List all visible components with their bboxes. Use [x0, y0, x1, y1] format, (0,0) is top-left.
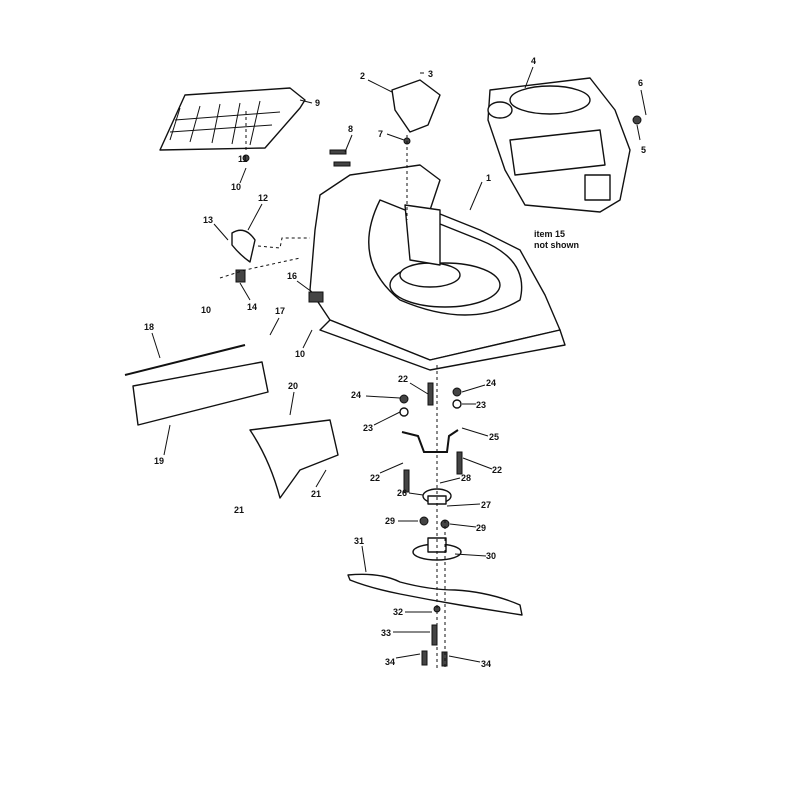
callout-17: 17 — [275, 306, 285, 316]
callout-12: 12 — [258, 193, 268, 203]
callout-19: 19 — [154, 456, 164, 466]
callout-21: 21 — [311, 489, 321, 499]
callout-29: 29 — [476, 523, 486, 533]
callout-22: 22 — [370, 473, 380, 483]
hardware — [235, 115, 642, 667]
part-side-chute — [249, 419, 339, 499]
callout-25: 25 — [489, 432, 499, 442]
callout-8: 8 — [348, 124, 353, 134]
callout-11: 11 — [238, 154, 248, 164]
callout-10: 10 — [231, 182, 241, 192]
callout-30: 30 — [486, 551, 496, 561]
callout-34: 34 — [481, 659, 491, 669]
callout-10: 10 — [201, 305, 211, 315]
callout-33: 33 — [381, 628, 391, 638]
note-line-1: item 15 — [534, 229, 565, 239]
callout-34: 34 — [385, 657, 395, 667]
callout-14: 14 — [247, 302, 257, 312]
callout-10: 10 — [295, 349, 305, 359]
part-engine — [487, 77, 631, 213]
part-deck — [309, 164, 566, 371]
callout-4: 4 — [531, 56, 536, 66]
callout-1: 1 — [486, 173, 491, 183]
callout-26: 26 — [397, 488, 407, 498]
callout-29: 29 — [385, 516, 395, 526]
assembly-guides — [219, 110, 446, 670]
callout-32: 32 — [393, 607, 403, 617]
callout-22: 22 — [398, 374, 408, 384]
callout-18: 18 — [144, 322, 154, 332]
callout-7: 7 — [378, 129, 383, 139]
part-bracket — [391, 79, 441, 133]
callout-6: 6 — [638, 78, 643, 88]
callout-21: 21 — [234, 505, 244, 515]
callout-20: 20 — [288, 381, 298, 391]
callout-24: 24 — [486, 378, 496, 388]
callout-2: 2 — [360, 71, 365, 81]
part-grille — [159, 87, 306, 151]
part-blade — [347, 573, 523, 616]
callout-22: 22 — [492, 465, 502, 475]
callout-31: 31 — [354, 536, 364, 546]
callout-27: 27 — [481, 500, 491, 510]
part-link — [401, 429, 459, 453]
leader-lines — [151, 66, 647, 663]
callout-3: 3 — [428, 69, 433, 79]
note-line-2: not shown — [534, 240, 579, 250]
part-rear-flap — [124, 344, 269, 426]
callout-13: 13 — [203, 215, 213, 225]
callout-9: 9 — [315, 98, 320, 108]
callout-23: 23 — [476, 400, 486, 410]
part-wheel-bracket — [231, 229, 256, 263]
callout-24: 24 — [351, 390, 361, 400]
callout-16: 16 — [287, 271, 297, 281]
callout-23: 23 — [363, 423, 373, 433]
callout-5: 5 — [641, 145, 646, 155]
callout-28: 28 — [461, 473, 471, 483]
